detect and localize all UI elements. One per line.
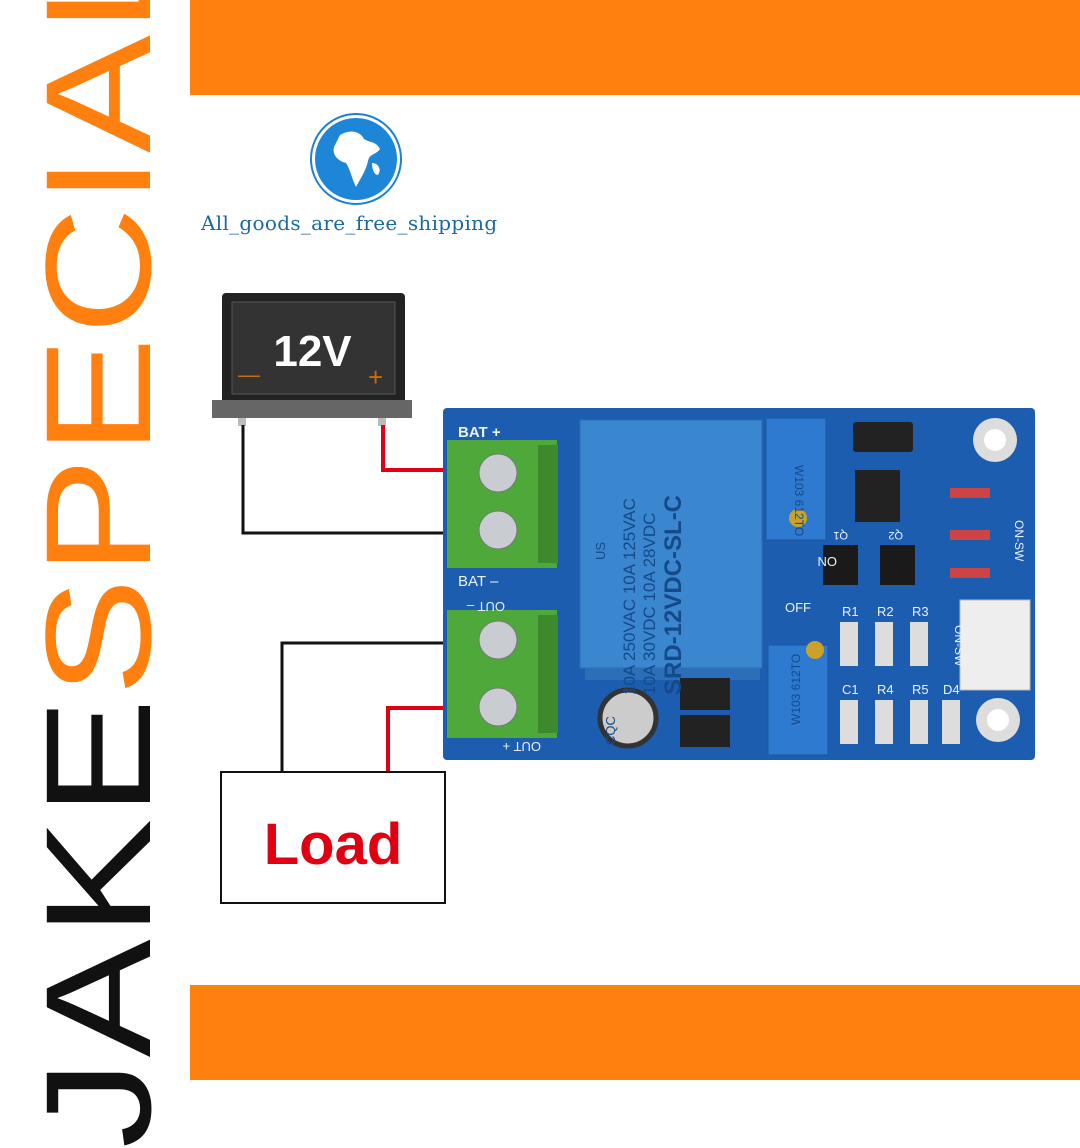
- label-q2: Q2: [888, 529, 903, 541]
- label-bat-minus: BAT –: [458, 573, 499, 590]
- label-q1: Q1: [833, 529, 848, 541]
- relay-line-1: 10A 250VAC 10A 125VAC: [620, 498, 639, 695]
- label-r5: R5: [912, 682, 929, 697]
- label-r2: R2: [877, 604, 894, 619]
- label-bat-plus: BAT +: [458, 424, 501, 441]
- relay-cqc: CQC: [603, 716, 618, 745]
- battery-voltage-label: 12V: [273, 327, 352, 376]
- battery-minus-symbol: —: [238, 362, 260, 387]
- bottom-orange-banner: [190, 985, 1080, 1080]
- label-r4: R4: [877, 682, 894, 697]
- relay-model: SRD-12VDC-SL-C: [660, 495, 687, 695]
- battery-icon: [212, 293, 412, 426]
- load-label: Load: [263, 812, 403, 877]
- label-on-sw-bottom: ON-SW: [952, 625, 966, 667]
- pot-top-label: W103 612TO: [792, 465, 806, 536]
- battery-plus-symbol: +: [368, 362, 384, 392]
- label-out-plus: OUT +: [503, 739, 541, 754]
- label-c1: C1: [842, 682, 859, 697]
- top-orange-banner: [190, 0, 1080, 95]
- relay-us: US: [593, 542, 608, 560]
- load-box: Load: [220, 771, 446, 904]
- label-on-sw-top: ON-SW: [1012, 520, 1026, 562]
- label-on: ON: [818, 554, 838, 569]
- label-out-minus: OUT –: [466, 599, 505, 614]
- tagline: All_goods_are_free_shipping: [201, 211, 498, 235]
- label-d4: D4: [943, 682, 960, 697]
- label-r1: R1: [842, 604, 859, 619]
- wiring-diagram: BAT + BAT – OUT – OUT + 10A 250VAC 10A 1…: [212, 293, 1035, 771]
- globe-icon: [310, 113, 402, 205]
- pot-bottom-label: W103 612TO: [789, 654, 803, 725]
- label-off: OFF: [785, 600, 811, 615]
- label-r3: R3: [912, 604, 929, 619]
- relay-module-board: BAT + BAT – OUT – OUT + 10A 250VAC 10A 1…: [443, 408, 1035, 760]
- relay-line-2: 10A 30VDC 10A 28VDC: [640, 513, 659, 695]
